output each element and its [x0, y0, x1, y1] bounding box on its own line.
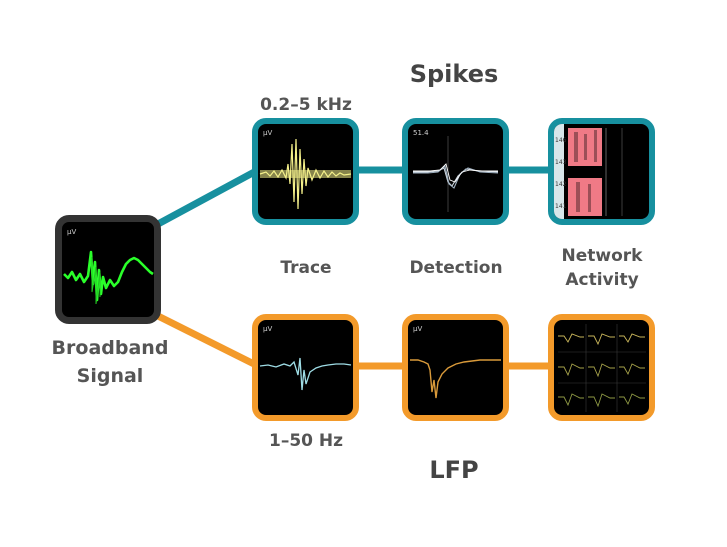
orange-connector-source [154, 312, 262, 370]
spike-detection-plot: 51.4 [413, 129, 499, 212]
raster-label-4: 141 [555, 203, 567, 210]
network-caption-line2: Activity [565, 270, 639, 290]
uv-tag: μV [263, 129, 272, 137]
broadband-trace: μV [63, 228, 154, 305]
spikes-title: Spikes [409, 60, 499, 88]
trace-caption: Trace [280, 258, 332, 278]
broadband-label: Broadband Signal [40, 334, 180, 390]
raster-label-1: 146 [555, 137, 567, 144]
lfp-multichannel-plot [558, 324, 646, 412]
raster-label-2: 143 [555, 159, 567, 166]
spike-detection-panel: 51.4 [402, 118, 509, 225]
network-raster-plot: 146 143 142 141 [554, 124, 623, 219]
network-activity-caption: Network Activity [540, 244, 664, 292]
spike-trace-panel: μV [252, 118, 359, 225]
broadband-signal-panel: μV [55, 215, 161, 324]
uv-tag: μV [413, 325, 422, 333]
teal-connector-source [154, 166, 262, 228]
uv-tag: μV [263, 325, 272, 333]
broadband-label-line1: Broadband [51, 337, 169, 359]
network-activity-panel: 146 143 142 141 [548, 118, 655, 225]
raster-label-3: 142 [555, 181, 567, 188]
detection-caption: Detection [409, 258, 503, 278]
detection-readout: 51.4 [413, 129, 429, 137]
lfp-trace-plot: μV [259, 325, 352, 391]
spike-band-label: 0.2–5 kHz [260, 95, 352, 115]
lfp-multichannel-panel [548, 314, 655, 421]
lfp-filtered-plot: μV [410, 325, 501, 399]
network-caption-line1: Network [561, 246, 643, 266]
spike-trace-plot: μV [259, 129, 352, 210]
lfp-title: LFP [429, 456, 479, 484]
broadband-label-line2: Signal [76, 365, 144, 387]
uv-tag: μV [67, 228, 76, 236]
lfp-filtered-panel: μV [402, 314, 509, 421]
lfp-trace-panel: μV [252, 314, 359, 421]
lfp-band-label: 1–50 Hz [268, 431, 344, 451]
